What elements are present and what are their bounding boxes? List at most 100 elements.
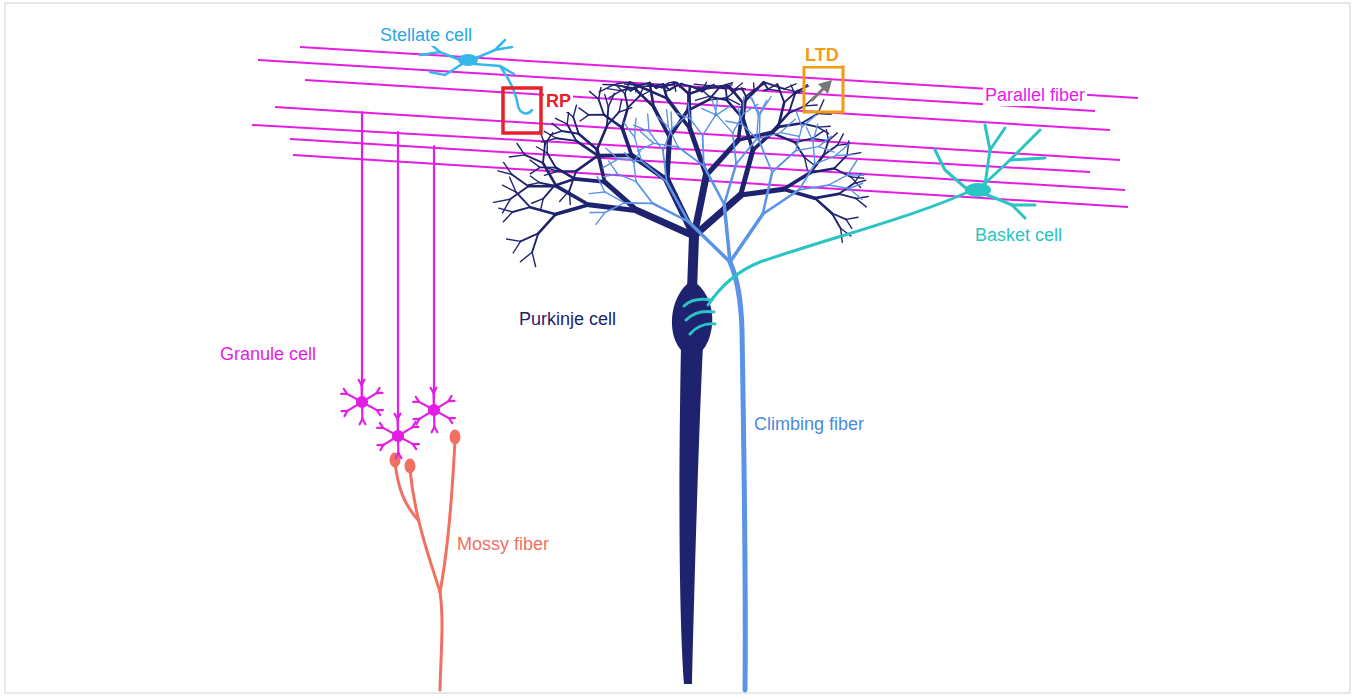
purkinje-dendrite xyxy=(699,87,710,96)
granule-cells xyxy=(341,112,455,458)
climbing-fiber-branch xyxy=(618,159,641,161)
site-label: LTD xyxy=(803,44,841,66)
purkinje-dendrite xyxy=(532,199,544,204)
purkinje-dendrite xyxy=(556,186,588,205)
climbing-fiber-branch xyxy=(828,185,849,188)
purkinje-dendrite xyxy=(815,198,832,213)
granule-claw xyxy=(398,453,401,458)
purkinje-dendrite xyxy=(573,117,578,134)
fiber-label: Parallel fiber xyxy=(983,84,1087,106)
climbing-fiber-branch xyxy=(635,118,636,137)
purkinje-dendrite xyxy=(681,84,690,86)
climbing-fiber-branch xyxy=(799,164,815,190)
climbing-fiber-branch xyxy=(590,212,605,213)
purkinje-dendrite xyxy=(503,199,511,213)
granule-dendrite xyxy=(397,436,400,453)
climbing-fiber-branch xyxy=(688,222,730,262)
purkinje-dendrite xyxy=(517,143,525,154)
granule-dendrite xyxy=(434,410,449,418)
purkinje-dendrite xyxy=(544,131,556,138)
parallel-fiber-line xyxy=(305,80,1110,130)
climbing-fiber-branch xyxy=(617,174,636,182)
parallel-fiber-line xyxy=(293,155,1128,207)
purkinje-dendrite xyxy=(654,107,670,137)
climbing-fiber-branch xyxy=(738,107,742,124)
climbing-fiber-branch xyxy=(654,143,678,147)
climbing-fiber-branch xyxy=(605,192,625,203)
purkinje-dendrite xyxy=(504,162,512,174)
purkinje-dendrite xyxy=(579,108,589,115)
purkinje-dendrite xyxy=(512,175,528,187)
climbing-fiber-branch xyxy=(712,99,717,115)
purkinje-dendrite xyxy=(541,138,556,142)
climbing-fiber-branch xyxy=(743,97,745,113)
purkinje-dendrite xyxy=(694,84,710,85)
site-label: RP xyxy=(544,90,573,112)
purkinje-dendrite xyxy=(521,233,539,241)
granule-dendrite xyxy=(433,410,436,427)
granule-claw xyxy=(380,445,383,450)
granule-axon xyxy=(433,146,435,410)
purkinje-dendrite xyxy=(567,124,576,141)
purkinje-dendrite xyxy=(805,158,808,170)
purkinje-dendrite xyxy=(777,84,784,102)
climbing-fiber-branch xyxy=(597,176,605,192)
purkinje-dendrite xyxy=(689,94,690,129)
purkinje-dendrite xyxy=(856,196,868,198)
climbing-fiber-branch xyxy=(780,119,795,132)
climbing-fiber-branch xyxy=(668,127,678,147)
climbing-fiber-branch xyxy=(726,121,742,124)
climbing-fiber-branch xyxy=(609,161,618,174)
climbing-fiber-branch xyxy=(796,147,819,151)
climbing-fiber-branch xyxy=(638,143,654,151)
purkinje-dendrite xyxy=(605,182,638,211)
granule-axon xyxy=(397,132,399,436)
granule-claw xyxy=(413,443,419,445)
purkinje-dendrite xyxy=(493,199,510,202)
granule-claw xyxy=(431,388,434,393)
purkinje-dendrite xyxy=(528,183,539,185)
climbing-fiber-branch xyxy=(733,133,736,164)
purkinje-dendrite xyxy=(560,191,570,202)
purkinje-dendrite xyxy=(839,184,854,194)
purkinje-dendrite xyxy=(567,110,569,124)
granule-axon xyxy=(361,112,363,402)
purkinje-dendrite xyxy=(603,84,614,86)
purkinje-dendrite xyxy=(784,91,797,103)
purkinje-dendrite xyxy=(694,195,741,236)
purkinje-dendrite xyxy=(784,84,796,89)
purkinje-dendrite xyxy=(569,171,576,190)
purkinje-dendrite xyxy=(525,155,543,163)
climbing-fiber-branch xyxy=(780,133,798,137)
climbing-fiber-branch xyxy=(815,156,836,164)
rp-box xyxy=(503,88,541,133)
purkinje-dendrite xyxy=(783,173,810,190)
granule-claw xyxy=(362,419,365,424)
purkinje-dendrite xyxy=(580,115,589,121)
granule-claw xyxy=(359,380,362,385)
climbing-fiber xyxy=(589,97,863,690)
purkinje-dendrite xyxy=(573,105,576,117)
purkinje-dendrite xyxy=(538,214,555,233)
climbing-fiber-branch xyxy=(772,151,795,173)
granule-claw xyxy=(344,411,347,416)
ltd-box xyxy=(804,67,843,112)
climbing-fiber-branch xyxy=(796,111,802,127)
purkinje-dendrite xyxy=(604,115,622,128)
climbing-fiber-branch xyxy=(848,161,857,175)
purkinje-dendrite xyxy=(552,123,562,131)
climbing-fiber-branch xyxy=(730,214,763,262)
climbing-fiber-branch xyxy=(667,110,669,127)
frame xyxy=(5,3,1350,693)
purkinje-dendrite xyxy=(741,189,784,195)
purkinje-dendrite xyxy=(667,180,694,236)
climbing-fiber-branch xyxy=(813,141,815,164)
purkinje-dendrite xyxy=(530,207,555,214)
granule-claw xyxy=(413,401,419,403)
climbing-fiber-branch xyxy=(819,147,835,153)
purkinje-dendrite xyxy=(530,160,540,167)
climbing-fiber-branch xyxy=(625,153,634,163)
climbing-fiber-branch xyxy=(677,113,690,119)
granule-dendrite xyxy=(347,394,362,402)
